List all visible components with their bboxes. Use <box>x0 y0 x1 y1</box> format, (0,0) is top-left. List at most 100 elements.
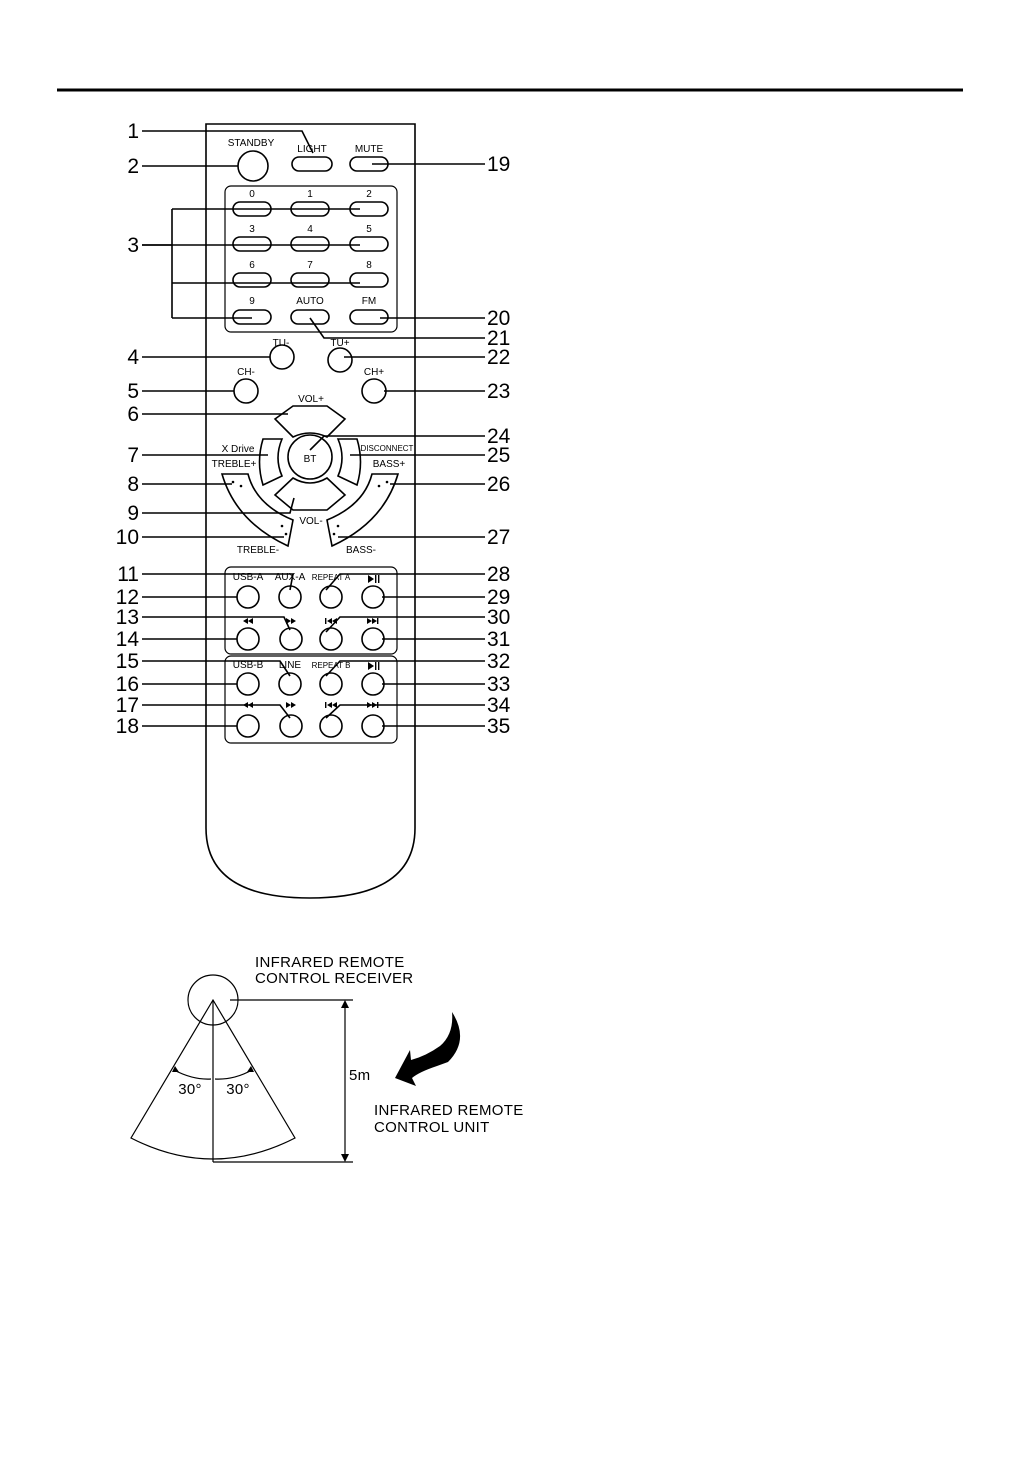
digit-3-label: 3 <box>249 224 255 235</box>
next-track-a-button[interactable] <box>361 627 385 651</box>
vol-plus-button[interactable] <box>273 405 347 438</box>
vol-plus-label: VOL+ <box>298 394 324 405</box>
fast-forward-icon <box>286 702 296 708</box>
callout-33: 33 <box>487 673 510 696</box>
angle-left-label: 30° <box>178 1081 202 1098</box>
digit-4-label: 4 <box>307 224 313 235</box>
x-drive-button[interactable] <box>258 438 284 487</box>
callout-6: 6 <box>127 403 139 426</box>
digit-3-button[interactable] <box>232 236 272 252</box>
callout-14: 14 <box>116 628 140 651</box>
remote-body <box>205 123 416 899</box>
keypad-panel <box>224 185 398 333</box>
arrowhead-down-icon <box>341 1154 349 1162</box>
treble-button[interactable] <box>220 473 294 548</box>
tu-plus-button[interactable] <box>327 347 353 373</box>
fast-forward-b-button[interactable] <box>279 714 303 738</box>
callout-1: 1 <box>127 120 139 143</box>
callout-35: 35 <box>487 715 510 738</box>
line-button[interactable] <box>278 672 302 696</box>
bt-button[interactable] <box>287 434 333 480</box>
vol-minus-button[interactable] <box>273 477 347 511</box>
digit-5-button[interactable] <box>349 236 389 252</box>
callout-27: 27 <box>487 526 510 549</box>
arrowhead-up-icon <box>341 1000 349 1008</box>
tu-plus-label: TU+ <box>330 338 349 349</box>
x-drive-label: X Drive <box>222 444 255 455</box>
digit-9-button[interactable] <box>232 309 272 325</box>
repeat-b-button[interactable] <box>319 672 343 696</box>
angle-arc-right <box>214 1069 253 1080</box>
fm-button[interactable] <box>349 309 389 325</box>
vol-minus-label: VOL- <box>299 516 322 527</box>
next-track-icon <box>367 618 379 624</box>
rewind-icon <box>243 618 253 624</box>
digit-7-button[interactable] <box>290 272 330 288</box>
callout-25: 25 <box>487 444 510 467</box>
bass-plus-dot-icon <box>377 484 381 488</box>
repeat-a-button[interactable] <box>319 585 343 609</box>
callout-2: 2 <box>127 155 139 178</box>
disconnect-button[interactable] <box>336 438 362 487</box>
light-button[interactable] <box>291 156 333 172</box>
treble-plus-dot-icon <box>239 484 243 488</box>
callout-21: 21 <box>487 327 510 350</box>
unit-label-line1: INFRARED REMOTE <box>374 1102 524 1119</box>
next-track-b-button[interactable] <box>361 714 385 738</box>
mute-label: MUTE <box>355 144 384 155</box>
digit-0-label: 0 <box>249 189 255 200</box>
treble-minus-label: TREBLE- <box>237 545 279 556</box>
ch-plus-button[interactable] <box>361 378 387 404</box>
standby-button[interactable] <box>237 150 269 182</box>
treble-plus-label: TREBLE+ <box>212 459 257 470</box>
usb-b-button[interactable] <box>236 672 260 696</box>
callout-20: 20 <box>487 307 510 330</box>
callout-8: 8 <box>127 473 139 496</box>
callout-34: 34 <box>487 694 511 717</box>
play-pause-a-button[interactable] <box>361 585 385 609</box>
tu-minus-label: TU- <box>273 338 290 349</box>
ir-range-diagram: 30° 30° 5m INFRARED REMOTE CONTROL RECEI… <box>130 954 524 1163</box>
digit-6-button[interactable] <box>232 272 272 288</box>
fm-label: FM <box>362 296 376 307</box>
ch-minus-button[interactable] <box>233 378 259 404</box>
previous-track-icon <box>325 702 337 708</box>
tu-minus-button[interactable] <box>269 344 295 370</box>
ch-minus-label: CH- <box>237 367 255 378</box>
left-leader-lines <box>142 130 360 727</box>
digit-8-button[interactable] <box>349 272 389 288</box>
receiver-label-line1: INFRARED REMOTE <box>255 954 405 971</box>
callout-11: 11 <box>117 563 139 586</box>
callout-29: 29 <box>487 586 510 609</box>
disconnect-label: DISCONNECT <box>361 444 414 453</box>
digit-4-button[interactable] <box>290 236 330 252</box>
usb-b-label: USB-B <box>233 660 264 671</box>
callout-10: 10 <box>116 526 139 549</box>
bass-minus-dot-icon <box>332 532 336 536</box>
callout-23: 23 <box>487 380 510 403</box>
previous-track-a-button[interactable] <box>319 627 343 651</box>
distance-label: 5m <box>349 1067 370 1084</box>
usb-a-panel <box>224 566 398 655</box>
arrowhead-icon <box>247 1066 254 1072</box>
line-label: LINE <box>279 660 302 671</box>
digit-7-label: 7 <box>307 260 313 271</box>
rewind-b-button[interactable] <box>236 714 260 738</box>
treble-minus-dot-icon <box>284 532 288 536</box>
auto-button[interactable] <box>290 309 330 325</box>
bass-button[interactable] <box>326 473 400 548</box>
usb-a-button[interactable] <box>236 585 260 609</box>
play-pause-b-button[interactable] <box>361 672 385 696</box>
callout-17: 17 <box>116 694 139 717</box>
callout-30: 30 <box>487 606 510 629</box>
rewind-a-button[interactable] <box>236 627 260 651</box>
fast-forward-a-button[interactable] <box>279 627 303 651</box>
previous-track-b-button[interactable] <box>319 714 343 738</box>
bass-plus-dot-icon <box>385 480 389 484</box>
angle-arc-left <box>173 1069 212 1080</box>
callout-24: 24 <box>487 425 511 448</box>
callout-19: 19 <box>487 153 510 176</box>
callout-31: 31 <box>487 628 510 651</box>
curved-arrow-icon <box>395 1012 461 1086</box>
